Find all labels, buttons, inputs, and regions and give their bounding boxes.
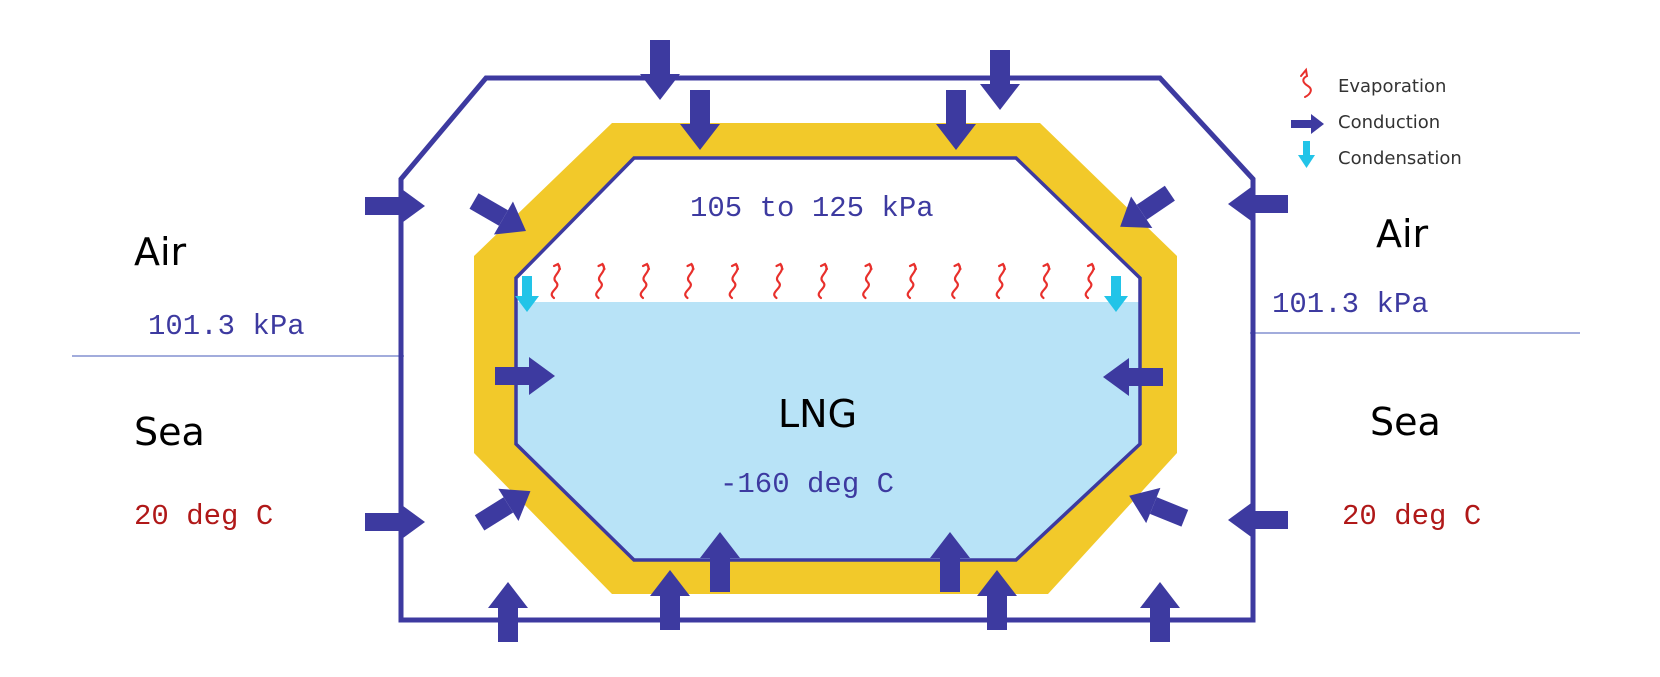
conduction-arrow: [488, 582, 528, 642]
evaporation-squiggle: [550, 262, 562, 300]
evaporation-squiggle: [951, 262, 962, 300]
right-temp-label: 20 deg C: [1342, 500, 1482, 533]
tank-wall: [514, 156, 1142, 562]
conduction-arrow: [640, 40, 680, 100]
legend: [1291, 67, 1324, 168]
evaporation-squiggle: [995, 262, 1007, 300]
evaporation-squiggle: [1084, 262, 1096, 300]
evaporation-squiggle: [817, 262, 829, 300]
left-pressure-label: 101.3 kPa: [148, 310, 305, 343]
evaporation-legend-icon: [1300, 67, 1312, 98]
evaporation-squiggle: [862, 262, 873, 300]
conduction-legend-icon: [1291, 114, 1324, 134]
legend-conduction-label: Conduction: [1338, 112, 1441, 133]
conduction-arrow: [1140, 582, 1180, 642]
evaporation-squiggle: [639, 262, 651, 300]
evaporation-squiggle: [684, 262, 695, 300]
right-air-label: Air: [1376, 212, 1429, 256]
evaporation-squiggle: [1040, 262, 1051, 300]
evaporation-squiggle: [595, 262, 606, 300]
left-air-label: Air: [134, 230, 187, 274]
lng-temp-label: -160 deg C: [720, 468, 895, 501]
conduction-arrow: [1228, 501, 1288, 539]
legend-evaporation-label: Evaporation: [1338, 76, 1447, 97]
right-pressure-label: 101.3 kPa: [1272, 288, 1429, 321]
outer-hull: [398, 75, 1256, 623]
evaporation-arrows: [550, 262, 1096, 300]
lng-label: LNG: [778, 392, 858, 436]
evaporation-squiggle: [773, 262, 784, 300]
left-sea-label: Sea: [134, 410, 205, 454]
lng-liquid: [516, 302, 1140, 560]
vapour-pressure-label: 105 to 125 kPa: [690, 192, 934, 225]
condensation-legend-icon: [1298, 141, 1315, 168]
conduction-arrow: [365, 503, 425, 541]
right-sea-label: Sea: [1370, 400, 1441, 444]
left-temp-label: 20 deg C: [134, 500, 274, 533]
conduction-arrow: [365, 187, 425, 225]
evaporation-squiggle: [906, 262, 918, 300]
legend-condensation-label: Condensation: [1338, 148, 1462, 169]
evaporation-squiggle: [728, 262, 740, 300]
conduction-arrow: [1228, 185, 1288, 223]
